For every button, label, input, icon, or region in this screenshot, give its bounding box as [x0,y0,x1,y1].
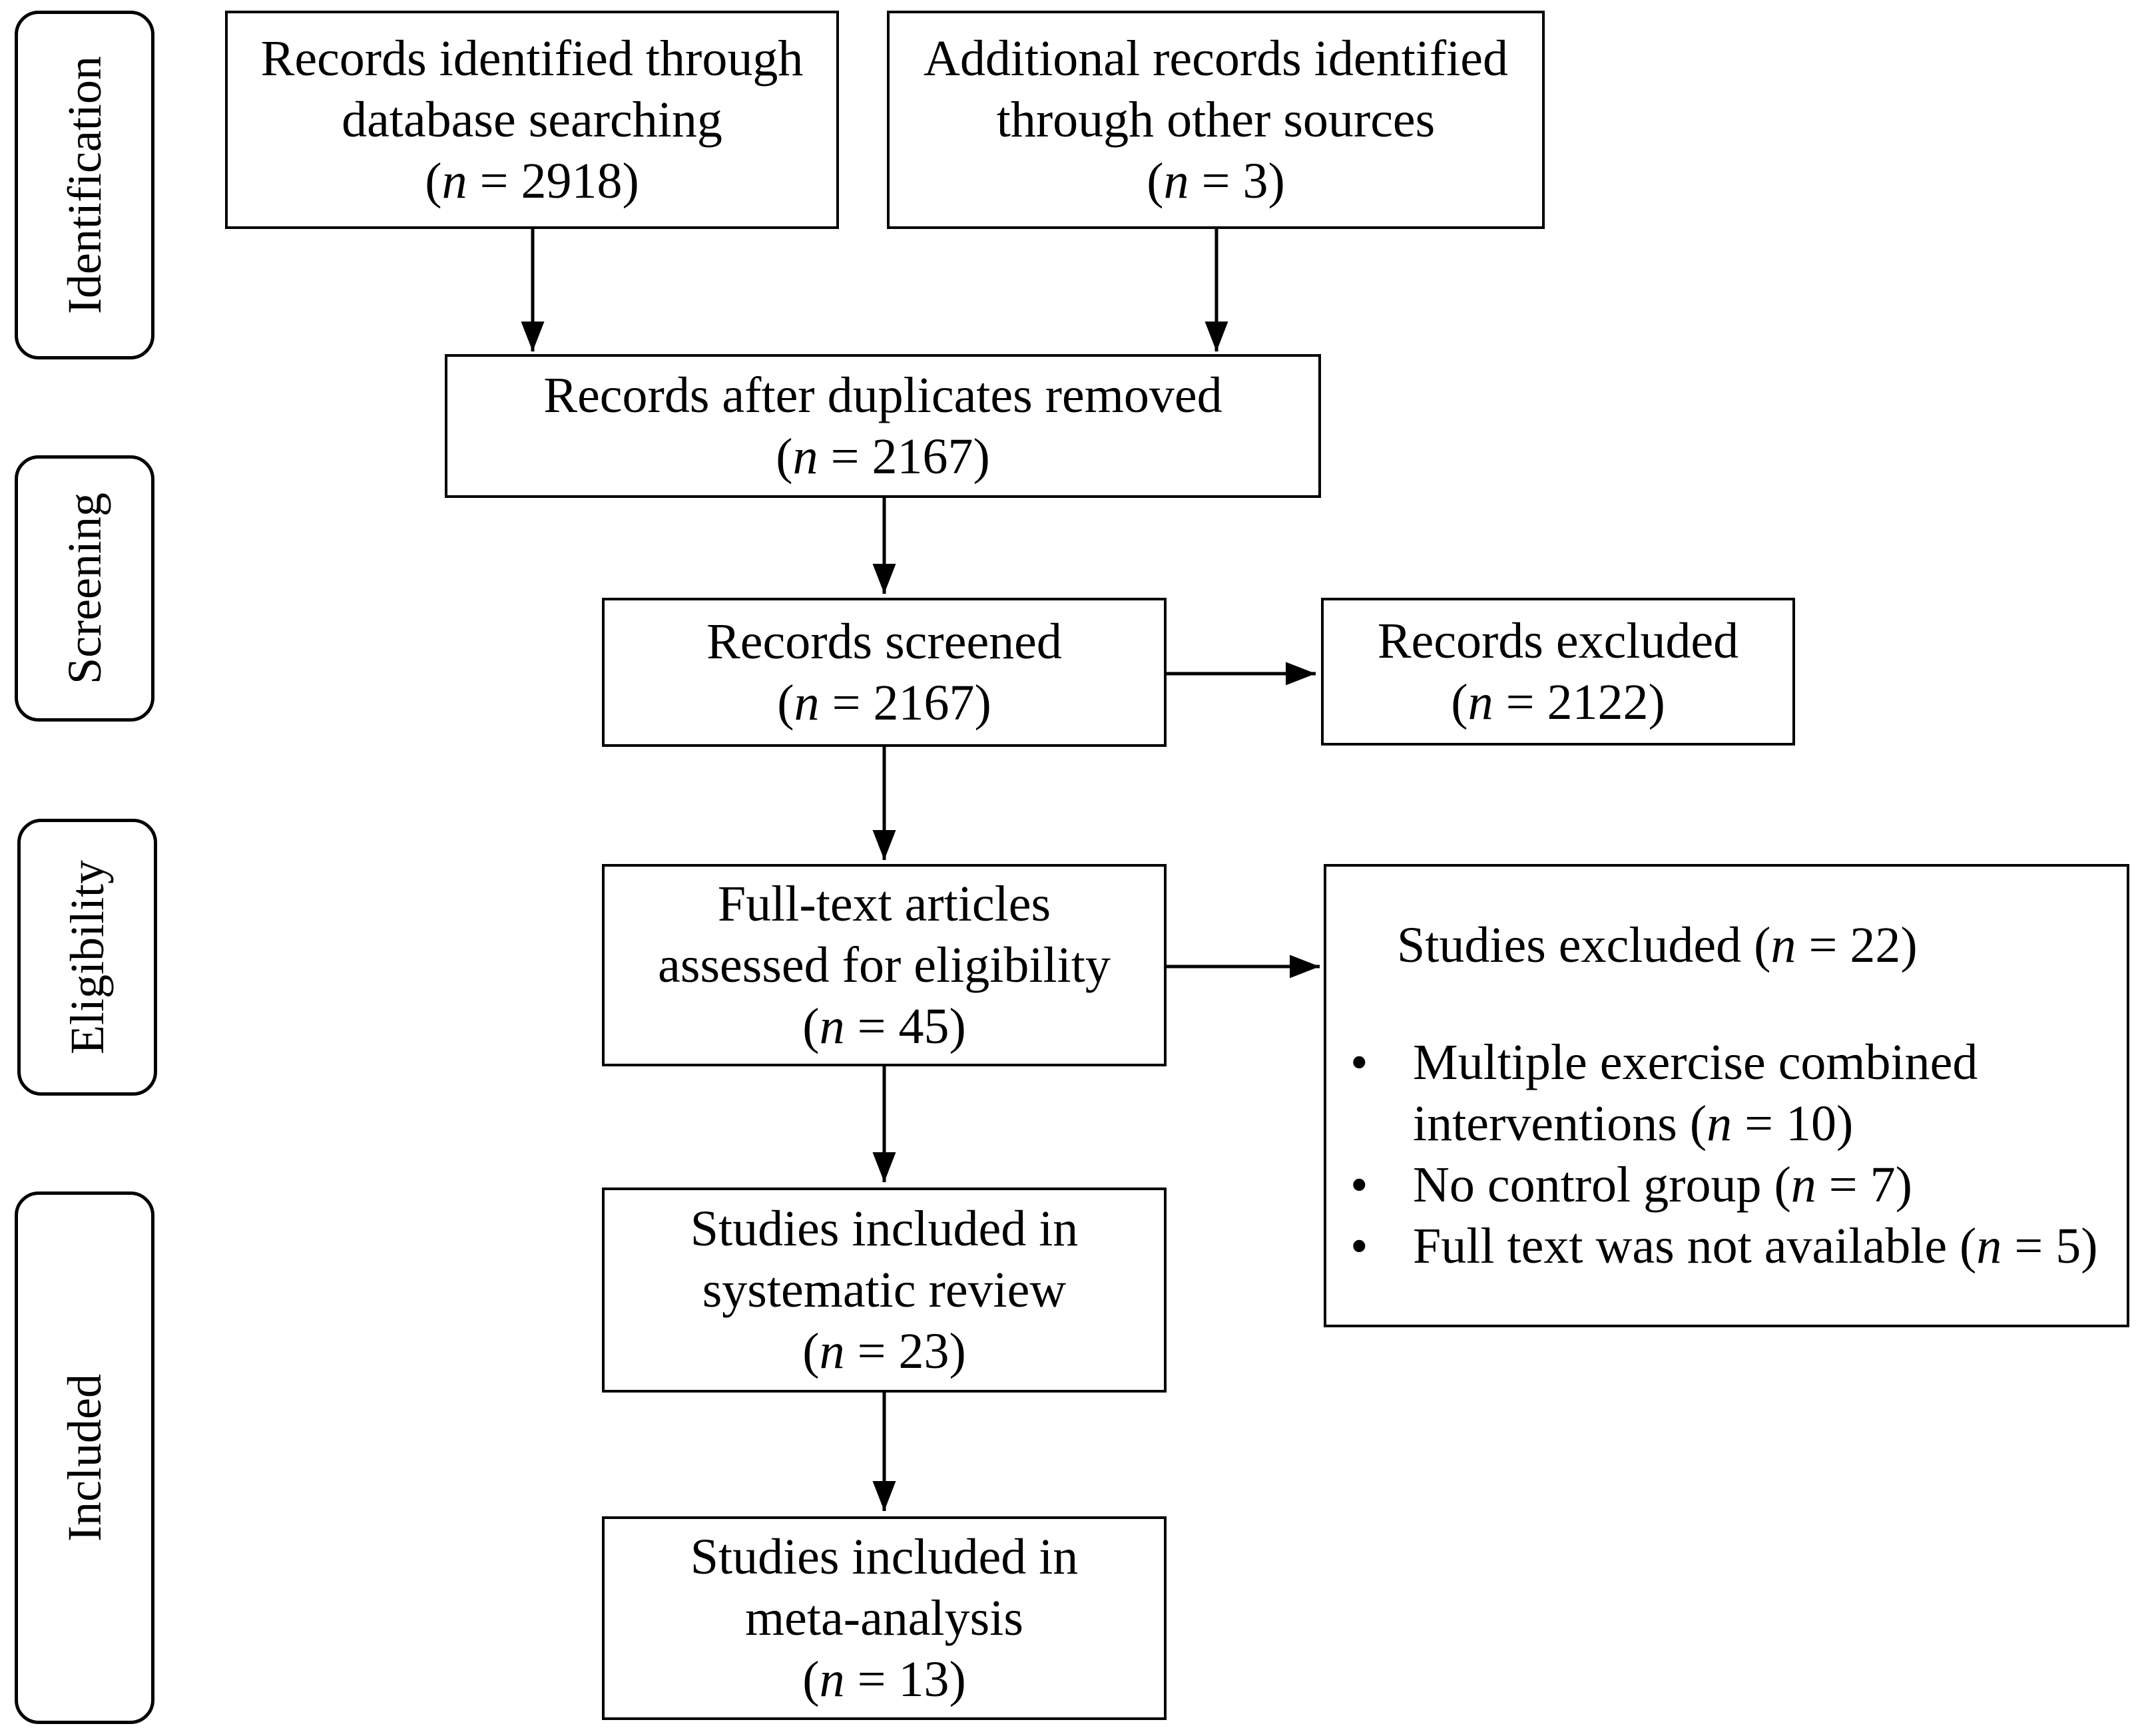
systematic-review-count: (n = 23) [802,1323,966,1379]
database-search-line-1: Records identified through [260,31,804,87]
records-screened-count: (n = 2167) [777,675,991,731]
database-search-count: (n = 2918) [425,153,639,209]
database-search-line-2: database searching [342,92,722,148]
meta-analysis-line-1: Studies included in [690,1529,1079,1585]
box-records-screened: Records screened (n = 2167) [602,598,1167,747]
records-excluded-count: (n = 2122) [1451,674,1665,730]
records-screened-line-1: Records screened [706,614,1062,670]
full-text-count: (n = 45) [802,998,966,1054]
systematic-review-line-1: Studies included in [690,1201,1079,1257]
box-systematic-review: Studies included in systematic review (n… [602,1188,1167,1393]
box-meta-analysis: Studies included in meta-analysis (n = 1… [602,1516,1167,1720]
exclusion-reason-combined-interventions: • Multiple exercise combined interventio… [1326,1032,2098,1154]
bullet-icon: • [1350,1218,1368,1274]
exclusion-reason-full-text-unavailable: • Full text was not available (n = 5) [1326,1215,2098,1277]
records-excluded-line-1: Records excluded [1377,613,1739,669]
after-duplicates-line-1: Records after duplicates removed [543,367,1222,423]
other-sources-line-1: Additional records identified [924,31,1508,87]
meta-analysis-line-2: meta-analysis [745,1590,1023,1646]
phase-eligibility: Eligibility [17,819,157,1096]
box-records-excluded: Records excluded (n = 2122) [1321,598,1795,746]
studies-excluded-title: Studies excluded (n = 22) [1397,917,1918,973]
bullet-icon: • [1350,1034,1368,1090]
full-text-line-1: Full-text articles [717,876,1051,932]
phase-included: Included [15,1192,154,1724]
box-full-text: Full-text articles assessed for eligibil… [602,864,1167,1066]
exclusion-reasons-list: • Multiple exercise combined interventio… [1326,1032,2098,1277]
box-studies-excluded: Studies excluded (n = 22) • Multiple exe… [1324,864,2129,1327]
phase-screening: Screening [15,455,154,722]
box-database-search: Records identified through database sear… [225,11,839,229]
exclusion-reason-no-control-group: • No control group (n = 7) [1326,1154,2098,1215]
after-duplicates-count: (n = 2167) [776,429,990,485]
box-after-duplicates: Records after duplicates removed (n = 21… [445,354,1321,498]
other-sources-line-2: through other sources [996,92,1436,148]
other-sources-count: (n = 3) [1147,153,1285,209]
meta-analysis-count: (n = 13) [802,1651,966,1707]
box-other-sources: Additional records identified through ot… [887,11,1545,229]
systematic-review-line-2: systematic review [702,1262,1067,1318]
full-text-line-2: assessed for eligibility [658,937,1111,993]
phase-identification: Identification [15,11,154,359]
bullet-icon: • [1350,1157,1368,1213]
